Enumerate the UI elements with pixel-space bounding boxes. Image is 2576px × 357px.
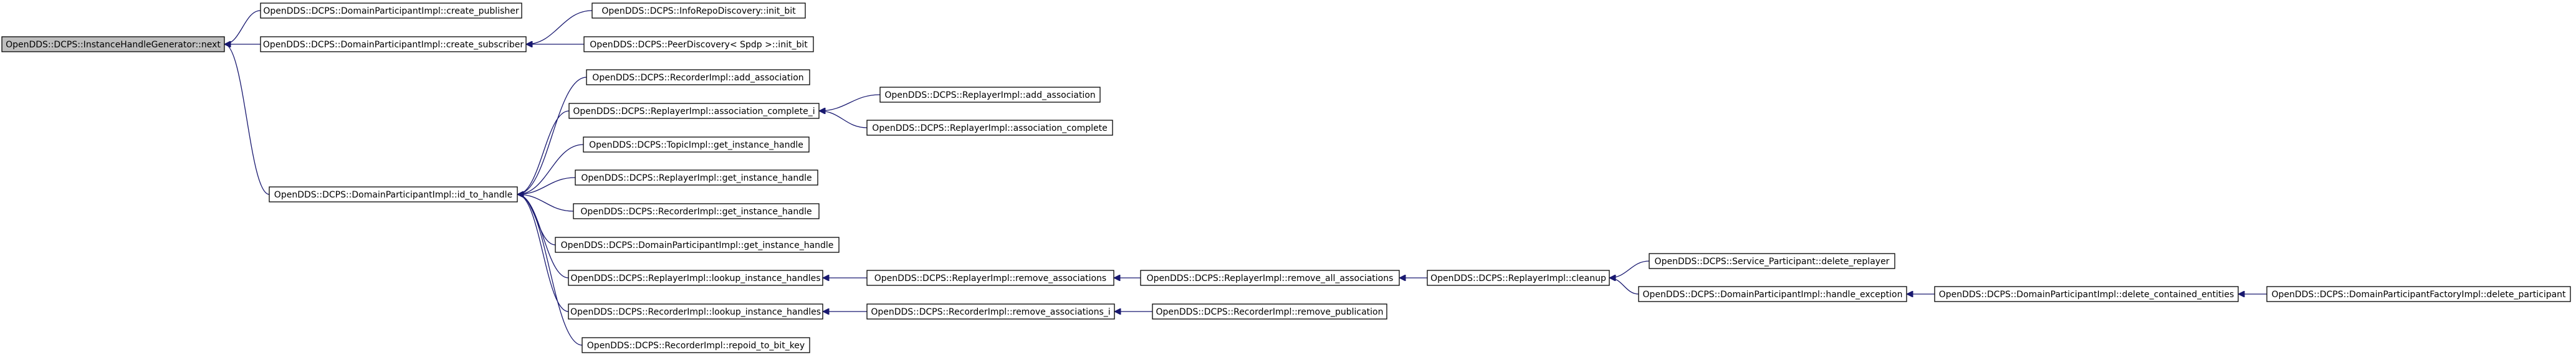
graph-node[interactable]: OpenDDS::DCPS::InstanceHandleGenerator::… [1,36,225,52]
graph-node[interactable]: OpenDDS::DCPS::DomainParticipantImpl::ge… [555,237,840,253]
edge-arrow [819,111,868,128]
graph-node[interactable]: OpenDDS::DCPS::DomainParticipantImpl::de… [1934,286,2239,302]
graph-node[interactable]: OpenDDS::DCPS::ReplayerImpl::remove_all_… [1140,270,1400,286]
node-label: OpenDDS::DCPS::ReplayerImpl::lookup_inst… [570,274,820,283]
node-box[interactable] [1934,286,2239,302]
edge-arrow [517,77,587,194]
edge-arrow [517,194,569,312]
graph-node[interactable]: OpenDDS::DCPS::RecorderImpl::repoid_to_b… [582,337,810,353]
node-box[interactable] [1140,270,1400,286]
node-box[interactable] [555,237,840,253]
node-box[interactable] [1649,253,1895,269]
graph-node[interactable]: OpenDDS::DCPS::RecorderImpl::add_associa… [586,69,810,85]
graph-node[interactable]: OpenDDS::DCPS::DomainParticipantImpl::cr… [260,2,522,19]
node-label: OpenDDS::DCPS::DomainParticipantFactoryI… [2271,290,2566,300]
node-box[interactable] [591,2,806,19]
node-label: OpenDDS::DCPS::ReplayerImpl::add_associa… [884,90,1095,100]
node-box[interactable] [879,87,1101,103]
node-box[interactable] [866,303,1115,320]
edges-layer [224,10,2267,346]
graph-node[interactable]: OpenDDS::DCPS::RecorderImpl::remove_publ… [1152,303,1387,320]
node-label: OpenDDS::DCPS::Service_Participant::dele… [1655,257,1890,267]
node-box[interactable] [260,36,527,52]
graph-node[interactable]: OpenDDS::DCPS::RecorderImpl::remove_asso… [866,303,1115,320]
edge-arrow [517,177,576,194]
node-label: OpenDDS::DCPS::PeerDiscovery< Spdp >::in… [590,40,808,50]
node-label: OpenDDS::DCPS::DomainParticipantImpl::id… [274,190,512,200]
edge-arrow [224,10,261,44]
node-label: OpenDDS::DCPS::ReplayerImpl::remove_asso… [874,274,1106,283]
node-label: OpenDDS::DCPS::ReplayerImpl::remove_all_… [1147,274,1394,283]
node-box[interactable] [866,120,1113,136]
node-box[interactable] [2266,286,2571,302]
node-box[interactable] [1638,286,1907,302]
node-box[interactable] [582,337,810,353]
node-label: OpenDDS::DCPS::RecorderImpl::remove_publ… [1156,307,1384,317]
node-box[interactable] [1427,270,1610,286]
edge-arrow [517,144,584,194]
edge-arrow [819,94,881,111]
node-box[interactable] [1152,303,1387,320]
edge-arrow [526,10,593,44]
edge-arrow [517,194,574,212]
graph-node[interactable]: OpenDDS::DCPS::PeerDiscovery< Spdp >::in… [583,36,814,52]
node-box[interactable] [866,270,1114,286]
node-label: OpenDDS::DCPS::ReplayerImpl::association… [872,123,1107,133]
graph-node[interactable]: OpenDDS::DCPS::ReplayerImpl::get_instanc… [575,169,818,186]
graph-node[interactable]: OpenDDS::DCPS::ReplayerImpl::remove_asso… [866,270,1114,286]
node-label: OpenDDS::DCPS::InfoRepoDiscovery::init_b… [601,6,796,16]
node-box[interactable] [573,203,820,219]
node-box[interactable] [568,103,820,119]
node-label: OpenDDS::DCPS::RecorderImpl::remove_asso… [871,307,1110,317]
node-label: OpenDDS::DCPS::DomainParticipantImpl::ha… [1643,290,1903,300]
graph-node[interactable]: OpenDDS::DCPS::InfoRepoDiscovery::init_b… [591,2,806,19]
graph-node[interactable]: OpenDDS::DCPS::ReplayerImpl::cleanup [1427,270,1610,286]
node-box[interactable] [568,270,823,286]
node-box[interactable] [1,36,225,52]
graph-node[interactable]: OpenDDS::DCPS::Service_Participant::dele… [1649,253,1895,269]
node-box[interactable] [260,2,522,19]
edge-arrow [517,194,569,278]
node-label: OpenDDS::DCPS::RecorderImpl::lookup_inst… [570,307,821,317]
node-label: OpenDDS::DCPS::RecorderImpl::add_associa… [592,73,803,83]
graph-node[interactable]: OpenDDS::DCPS::RecorderImpl::lookup_inst… [568,303,823,320]
graph-node[interactable]: OpenDDS::DCPS::DomainParticipantImpl::ha… [1638,286,1907,302]
graph-node[interactable]: OpenDDS::DCPS::DomainParticipantImpl::cr… [260,36,527,52]
edge-arrow [1609,260,1650,278]
node-label: OpenDDS::DCPS::ReplayerImpl::cleanup [1430,274,1606,283]
node-box[interactable] [583,36,814,52]
node-label: OpenDDS::DCPS::DomainParticipantImpl::cr… [263,6,519,16]
edge-arrow [1609,278,1639,295]
node-label: OpenDDS::DCPS::RecorderImpl::get_instanc… [580,207,812,217]
node-label: OpenDDS::DCPS::InstanceHandleGenerator::… [6,40,221,50]
graph-node[interactable]: OpenDDS::DCPS::DomainParticipantImpl::id… [269,186,518,202]
graph-node[interactable]: OpenDDS::DCPS::ReplayerImpl::lookup_inst… [568,270,823,286]
node-label: OpenDDS::DCPS::DomainParticipantImpl::cr… [263,40,524,50]
node-label: OpenDDS::DCPS::ReplayerImpl::association… [573,107,815,117]
node-label: OpenDDS::DCPS::ReplayerImpl::get_instanc… [581,173,812,183]
node-label: OpenDDS::DCPS::DomainParticipantImpl::de… [1939,290,2234,300]
graph-node[interactable]: OpenDDS::DCPS::TopicImpl::get_instance_h… [583,136,810,153]
graph-node[interactable]: OpenDDS::DCPS::DomainParticipantFactoryI… [2266,286,2571,302]
edge-arrow [224,44,270,195]
graph-node[interactable]: OpenDDS::DCPS::ReplayerImpl::add_associa… [879,87,1101,103]
node-box[interactable] [269,186,518,202]
node-box[interactable] [575,169,818,186]
edge-arrow [517,194,583,346]
node-box[interactable] [583,136,810,153]
node-label: OpenDDS::DCPS::DomainParticipantImpl::ge… [561,240,834,250]
graph-node[interactable]: OpenDDS::DCPS::ReplayerImpl::association… [866,120,1113,136]
node-label: OpenDDS::DCPS::TopicImpl::get_instance_h… [589,140,803,150]
node-label: OpenDDS::DCPS::RecorderImpl::repoid_to_b… [587,341,805,351]
edge-arrow [517,110,570,194]
graph-node[interactable]: OpenDDS::DCPS::ReplayerImpl::association… [568,103,820,119]
node-box[interactable] [568,303,823,320]
node-box[interactable] [586,69,810,85]
graph-node[interactable]: OpenDDS::DCPS::RecorderImpl::get_instanc… [573,203,820,219]
